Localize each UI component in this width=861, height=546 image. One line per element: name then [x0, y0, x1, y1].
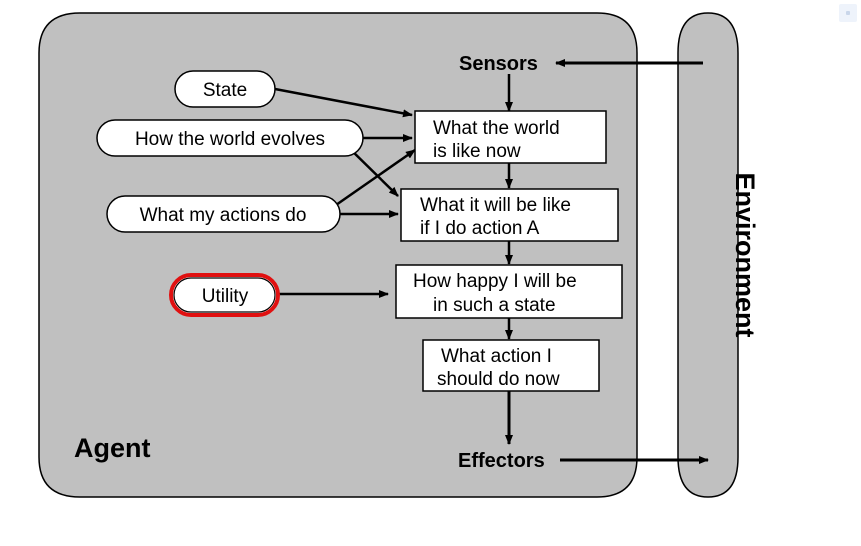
box-how-happy: How happy I will be in such a state	[395, 264, 623, 319]
box-what-action-line1: What action I	[441, 346, 552, 367]
box-will-be-like-line2: if I do action A	[420, 218, 540, 239]
box-world-now-line2: is like now	[433, 141, 521, 162]
input-utility: Utility	[169, 273, 280, 317]
input-actions-do-label: What my actions do	[140, 205, 307, 226]
arrow-state-to-world-now	[274, 87, 413, 118]
agent-panel	[38, 12, 638, 498]
input-state: State	[174, 70, 276, 108]
box-will-be-like: What it will be like if I do action A	[400, 188, 619, 242]
box-will-be-like-line1: What it will be like	[420, 195, 571, 216]
box-what-action: What action I should do now	[422, 339, 600, 392]
agent-label: Agent	[74, 433, 151, 463]
arrow-actions-do-to-world-now	[335, 148, 416, 207]
box-how-happy-line1: How happy I will be	[413, 271, 577, 292]
input-world-evolves-label: How the world evolves	[135, 129, 325, 150]
box-what-action-line2: should do now	[437, 369, 560, 390]
input-actions-do: What my actions do	[106, 195, 341, 233]
corner-indicator	[839, 4, 857, 22]
box-world-now-line1: What the world	[433, 118, 560, 139]
environment-label: Environment	[730, 172, 760, 337]
environment-panel	[677, 12, 739, 498]
box-world-now: What the world is like now	[414, 110, 607, 164]
input-state-label: State	[203, 80, 247, 101]
sensors-label: Sensors	[459, 53, 538, 75]
effectors-label: Effectors	[458, 450, 545, 472]
input-world-evolves: How the world evolves	[96, 119, 364, 157]
box-how-happy-line2: in such a state	[433, 295, 556, 316]
input-utility-label: Utility	[202, 286, 249, 307]
